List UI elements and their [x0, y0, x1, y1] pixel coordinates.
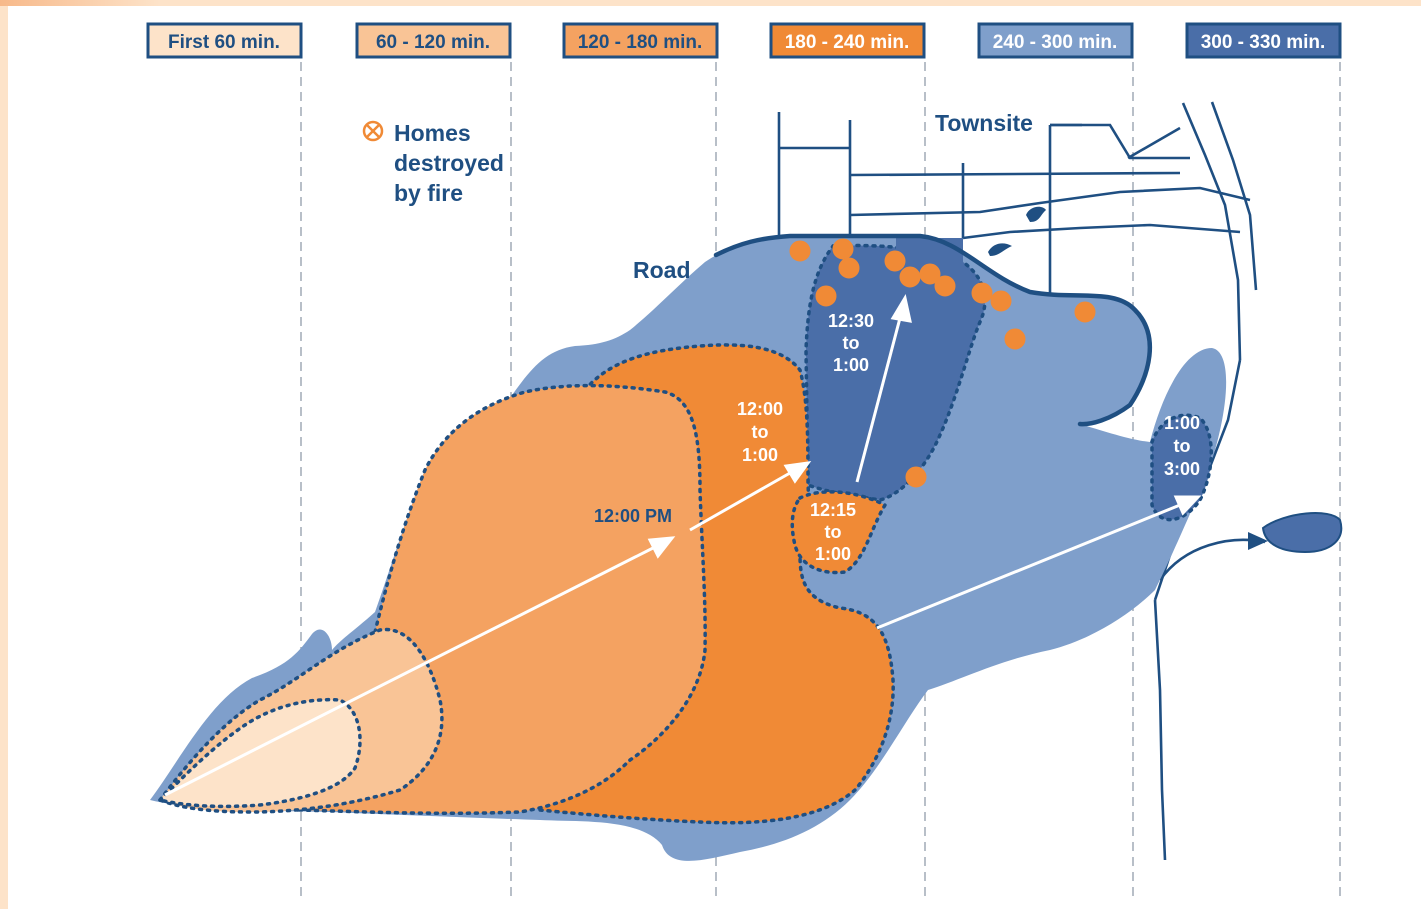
spread-arrow [164, 545, 656, 797]
arrow-head [783, 461, 812, 484]
time-label-12-15-to-1-00: 12:15 to 1:00 [810, 500, 856, 564]
time-band-label: 300 - 330 min. [1201, 32, 1326, 53]
time-band-label: 120 - 180 min. [578, 32, 703, 53]
home-destroyed-marker [838, 257, 860, 279]
time-label-12-30-to-1-00: 12:30 to 1:00 [828, 311, 874, 375]
road-fire-edge [713, 233, 1152, 427]
time-band-fifth: 240 - 300 min. [977, 22, 1134, 59]
spread-arrow [876, 503, 1181, 630]
time-label-line: 12:30 [828, 311, 874, 331]
figure-frame: First 60 min. 60 - 120 min. 120 - 180 mi… [8, 6, 1421, 909]
time-band-headers: First 60 min. 60 - 120 min. 120 - 180 mi… [146, 22, 1342, 59]
time-label-line: to [1174, 436, 1191, 456]
home-destroyed-marker [1074, 301, 1096, 323]
home-destroyed-marker [789, 240, 811, 262]
townsite-streets [777, 101, 1266, 861]
time-label-noon: 12:00 PM [594, 506, 672, 526]
home-destroyed-marker [1004, 328, 1026, 350]
time-label-line: 1:00 [742, 445, 778, 465]
time-band-fourth: 180 - 240 min. [769, 22, 926, 59]
time-label-line: to [752, 422, 769, 442]
time-label-12-00-to-1-00: 12:00 to 1:00 [737, 399, 783, 465]
townsite-label: Townsite [935, 110, 1033, 136]
lake [1261, 512, 1343, 554]
home-destroyed-marker [990, 290, 1012, 312]
time-band-sixth: 300 - 330 min. [1185, 22, 1342, 59]
time-band-label: First 60 min. [168, 32, 280, 53]
home-destroyed-marker [905, 466, 927, 488]
time-band-first: First 60 min. [146, 22, 303, 59]
time-band-third: 120 - 180 min. [562, 22, 719, 59]
ponds [988, 206, 1268, 550]
fire-zone-first-60 [156, 697, 362, 809]
time-band-second: 60 - 120 min. [355, 22, 512, 59]
spread-arrow [855, 317, 902, 483]
arrow-head [890, 293, 912, 323]
time-label-line: 3:00 [1164, 459, 1200, 479]
time-label-line: 1:00 [833, 355, 869, 375]
legend: Homes destroyed by fire [362, 120, 504, 206]
time-band-label: 240 - 300 min. [993, 32, 1118, 53]
home-destroyed-marker [884, 250, 906, 272]
fire-progression-map: First 60 min. 60 - 120 min. 120 - 180 mi… [146, 22, 1343, 900]
home-destroyed-marker [815, 285, 837, 307]
legend-line-3: by fire [394, 180, 463, 206]
legend-line-2: destroyed [394, 150, 504, 176]
homes-destroyed-marker-icon [362, 120, 384, 142]
home-destroyed-marker [832, 238, 854, 260]
time-band-label: 180 - 240 min. [785, 32, 910, 53]
corner-accent [0, 0, 160, 6]
pond [988, 243, 1012, 256]
pond [1026, 206, 1046, 222]
time-label-line: to [843, 333, 860, 353]
arrow-head [1173, 495, 1202, 516]
home-destroyed-marker [899, 266, 921, 288]
time-label-line: 1:00 [1164, 413, 1200, 433]
spread-arrows [164, 293, 1202, 797]
road-label: Road [633, 257, 691, 283]
spread-arrow [689, 471, 791, 532]
time-label-1-00-to-3-00: 1:00 to 3:00 [1164, 413, 1200, 479]
arrow-head [647, 536, 676, 559]
pond-arrow-head [1248, 532, 1268, 550]
destroyed-homes [789, 238, 1096, 488]
time-label-line: 12:00 [737, 399, 783, 419]
home-destroyed-marker [919, 263, 941, 285]
home-destroyed-marker [971, 282, 993, 304]
fire-zone-300-330-east [1150, 413, 1213, 522]
time-label-line: 1:00 [815, 544, 851, 564]
legend-line-1: Homes [394, 120, 471, 146]
time-label-line: to [825, 522, 842, 542]
time-label-line: 12:15 [810, 500, 856, 520]
home-destroyed-marker [934, 275, 956, 297]
fire-zone-12-15-pocket [790, 490, 888, 575]
time-band-label: 60 - 120 min. [376, 32, 490, 53]
